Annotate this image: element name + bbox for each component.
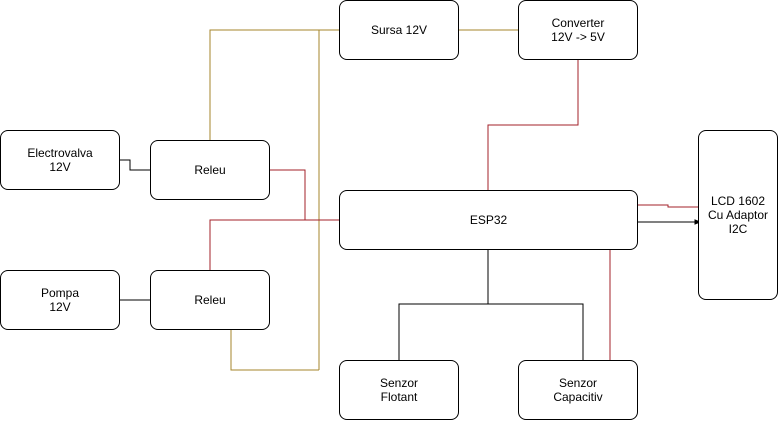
lcd-label-line3: I2C: [728, 222, 748, 236]
wire-esp32-to-capacitiv-data: [488, 303, 584, 360]
pompa-label-line2: 12V: [49, 300, 71, 314]
pompa-block: Pompa 12V: [0, 270, 120, 330]
lcd-label-line1: LCD 1602: [710, 194, 766, 208]
arrowhead-lcd: [694, 219, 702, 225]
releu-bottom-label: Releu: [194, 293, 226, 307]
wire-releu-top-to-power-bus: [209, 29, 339, 140]
senzor-flotant-label-line1: Senzor: [379, 376, 419, 390]
wire-electrovalva-to-releu: [120, 159, 150, 171]
electrovalva-block: Electrovalva 12V: [0, 130, 120, 190]
wire-esp32-to-sensors: [398, 250, 489, 360]
electrovalva-label-line1: Electrovalva: [27, 146, 93, 160]
power-wires: [209, 29, 519, 371]
releu-bottom-block: Releu: [150, 270, 270, 330]
black-wires: [120, 159, 702, 360]
converter-block: Converter 12V -> 5V: [518, 0, 638, 60]
wire-esp32-to-lcd-sda: [638, 204, 700, 208]
senzor-capacitiv-label-line1: Senzor: [558, 376, 597, 390]
senzor-flotant-block: Senzor Flotant: [339, 360, 459, 420]
converter-label-line1: Converter: [551, 16, 605, 30]
senzor-capacitiv-block: Senzor Capacitiv: [518, 360, 638, 420]
wire-releu-bottom-to-esp32: [209, 219, 339, 270]
senzor-capacitiv-label-line2: Capacitiv: [553, 390, 603, 404]
releu-top-label: Releu: [194, 163, 226, 177]
esp32-label: ESP32: [469, 213, 508, 227]
electrovalva-label-line2: 12V: [49, 160, 71, 174]
pompa-label-line1: Pompa: [40, 286, 80, 300]
lcd-block: LCD 1602 Cu Adaptor I2C: [698, 130, 778, 300]
wire-releu-bottom-to-power-bus: [230, 330, 319, 371]
sursa-label: Sursa 12V: [370, 23, 428, 37]
converter-label-line2: 12V -> 5V: [551, 30, 605, 44]
senzor-flotant-label-line2: Flotant: [380, 390, 418, 404]
releu-top-block: Releu: [150, 140, 270, 200]
wire-converter-to-esp32: [487, 60, 579, 190]
sursa-12v-block: Sursa 12V: [339, 0, 459, 60]
esp32-block: ESP32: [339, 190, 638, 250]
wire-releu-top-to-esp32: [270, 169, 306, 220]
signal-wires: [209, 60, 700, 360]
lcd-label-line2: Cu Adaptor: [707, 208, 769, 222]
